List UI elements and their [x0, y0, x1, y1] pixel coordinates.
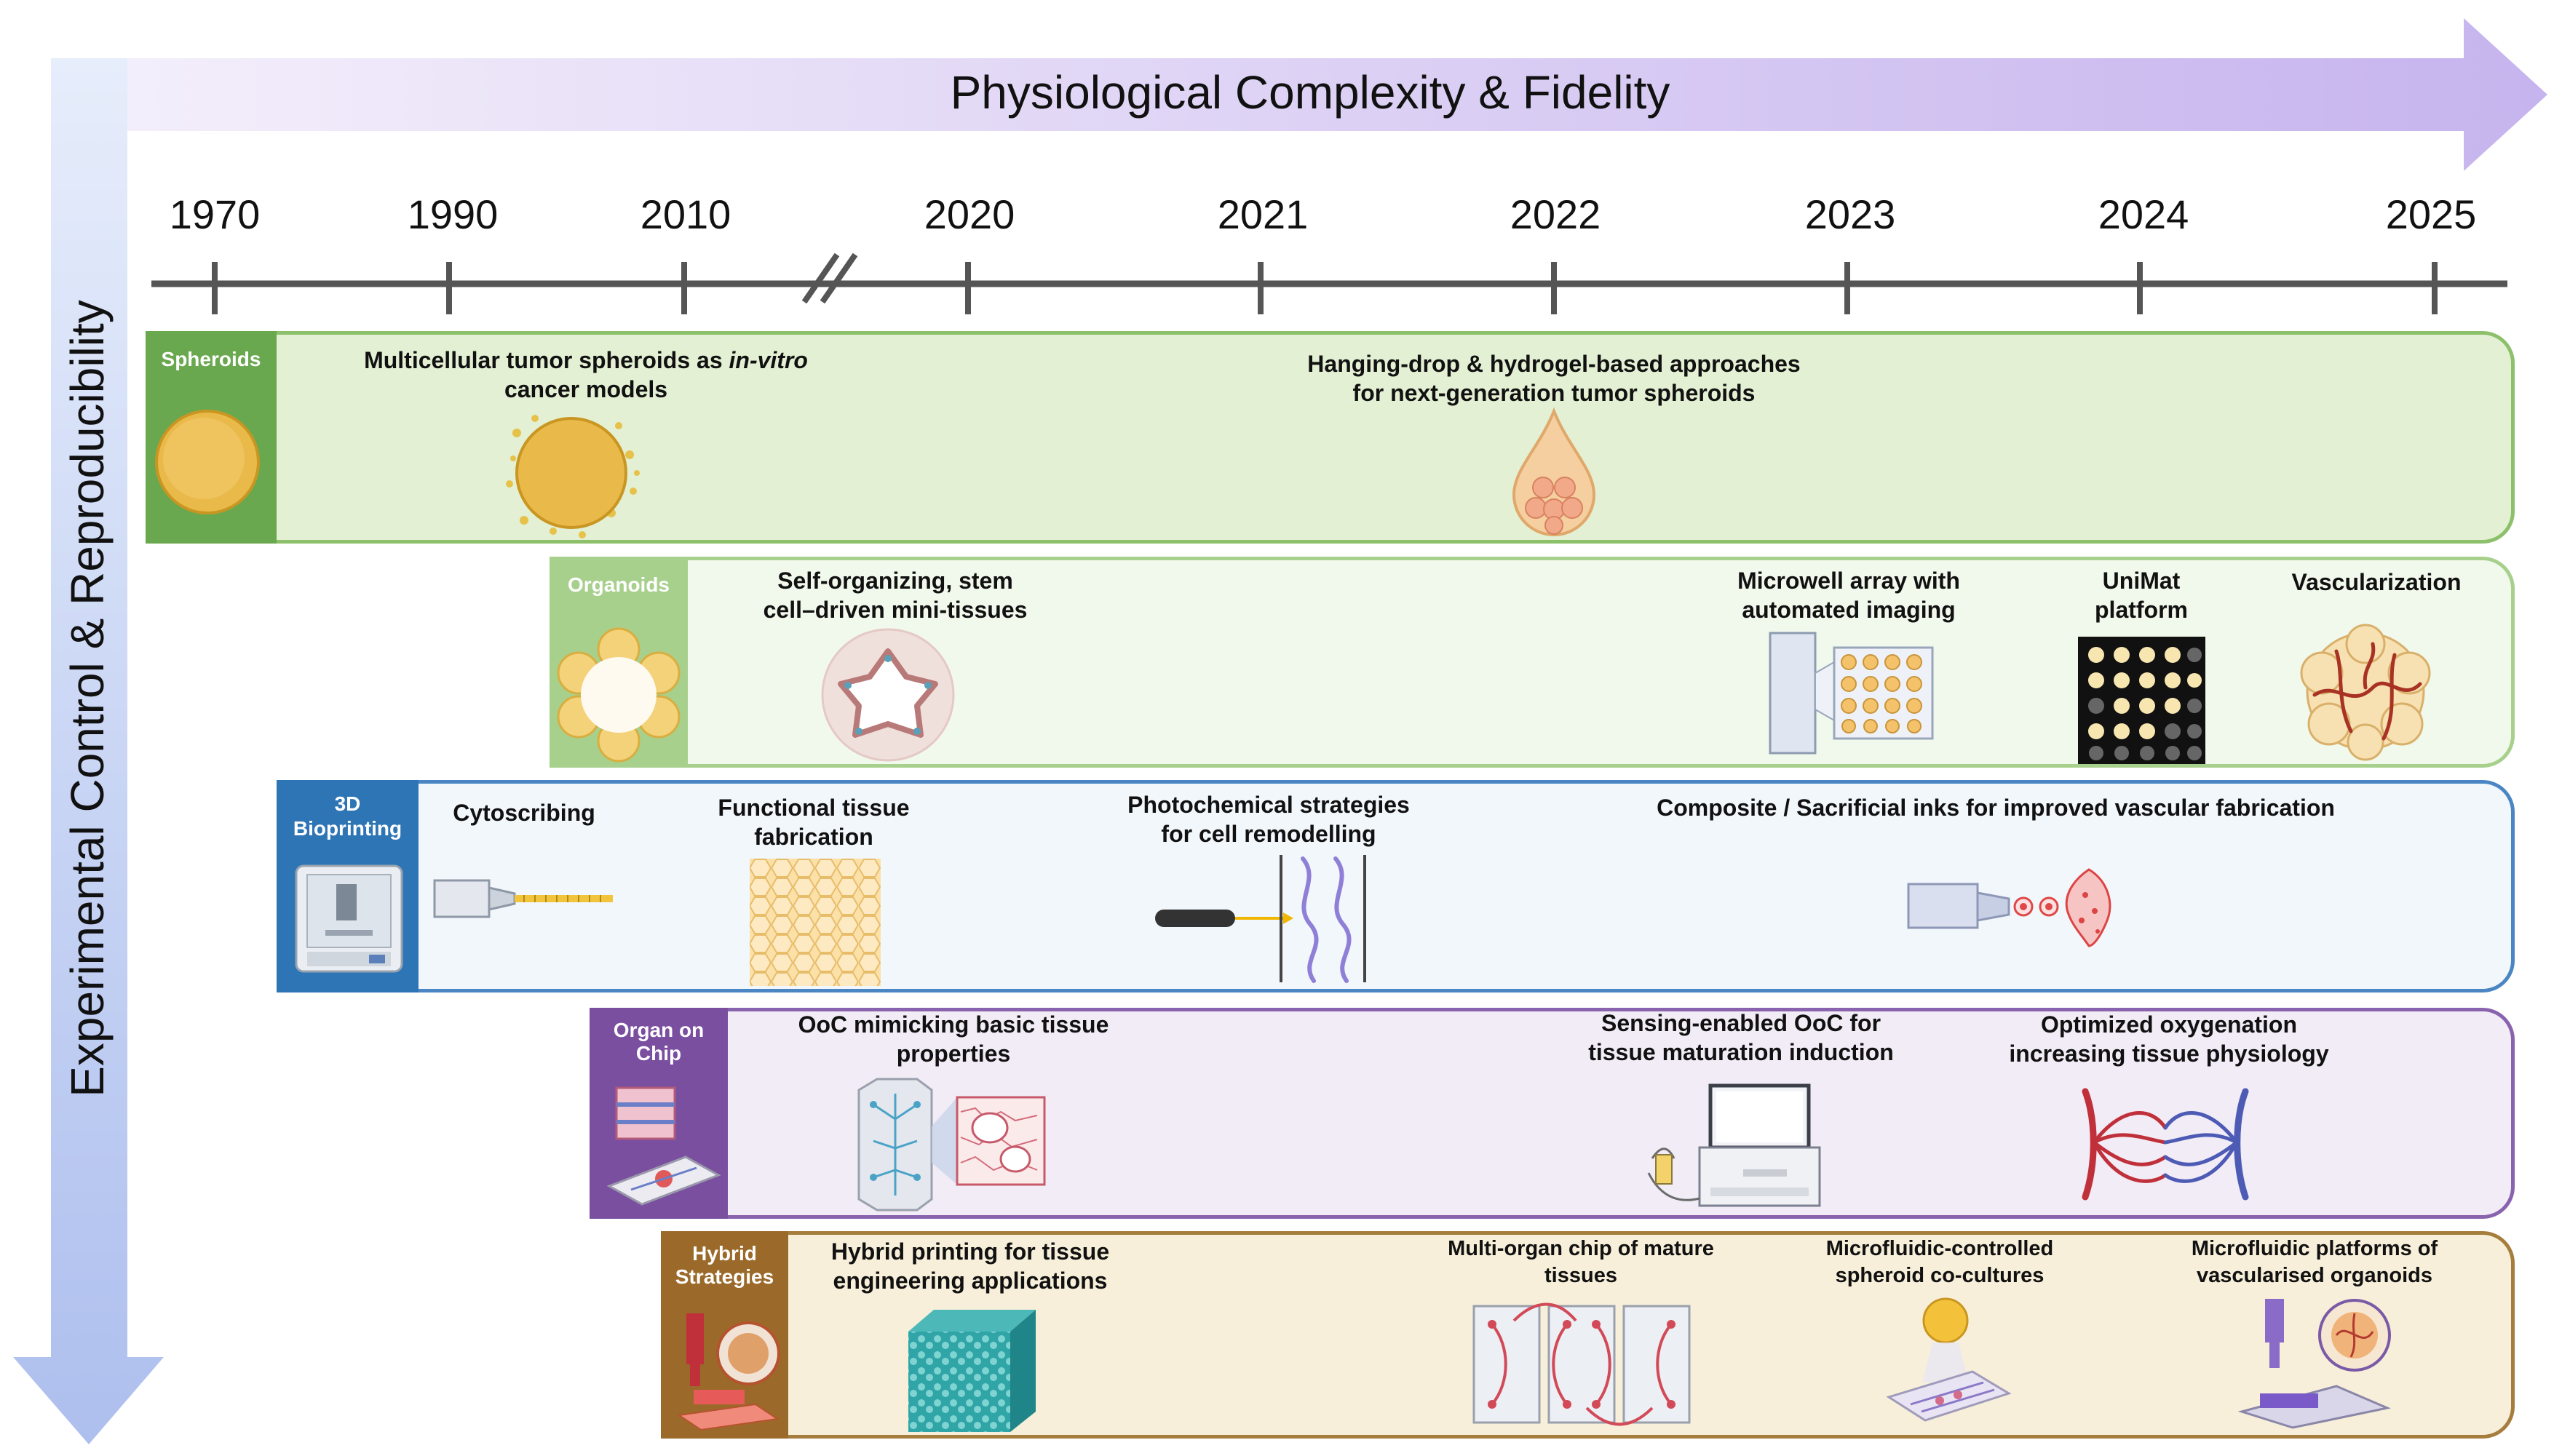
spheroid-icon [155, 410, 260, 514]
year-2024: 2024 [2098, 191, 2189, 237]
multi-organ-chip-icon [1472, 1302, 1691, 1426]
axis-break-icon [801, 252, 858, 304]
organoid-caption-2: Microwell array with automated imaging [1703, 566, 1994, 624]
organoids-tab-label: Organoids [567, 573, 670, 596]
year-2020: 2020 [924, 191, 1015, 237]
organoid-caption-4: Vascularization [2267, 568, 2486, 597]
bioprinting-caption-1-line1: Cytoscribing [453, 800, 595, 826]
vertical-arrow [13, 58, 164, 1444]
ink-nozzle-icon [1907, 868, 2111, 947]
complexity-axis-label: Physiological Complexity & Fidelity [950, 66, 1670, 119]
laptop-sensor-icon [1647, 1083, 1821, 1207]
bioprinting-tab-label-1: 3D [334, 792, 361, 815]
spheroid-caption-1-part-a: Multicellular tumor spheroids as [364, 347, 729, 373]
spheroid-caption-2: Hanging-drop & hydrogel-based approaches… [1256, 349, 1852, 407]
organoid-caption-3-line2: platform [2095, 597, 2188, 623]
ooc-caption-3: Optimized oxygenation increasing tissue … [1994, 1010, 2344, 1068]
chip-icon [606, 1086, 721, 1206]
organoid-caption-2-line2: automated imaging [1742, 597, 1956, 623]
ooc-caption-1-line2: properties [896, 1041, 1011, 1067]
hybrid-caption-1: Hybrid printing for tissue engineering a… [796, 1237, 1145, 1295]
bioprinting-caption-2-line1: Functional tissue [718, 795, 910, 821]
bioprinting-caption-3-line2: for cell remodelling [1161, 821, 1376, 847]
vascular-organoid-icon [2300, 624, 2431, 761]
bioprinting-caption-4: Composite / Sacrificial inks for improve… [1595, 793, 2396, 822]
organoid-caption-2-line1: Microwell array with [1737, 568, 1960, 594]
spheroid-caption-2-line2: for next-generation tumor spheroids [1352, 380, 1756, 406]
hybrid-caption-3-line1: Microfluidic-controlled [1825, 1237, 2054, 1260]
organoid-caption-3-line1: UniMat [2102, 568, 2181, 594]
organoid-caption-1: Self-organizing, stem cell–driven mini-t… [728, 566, 1063, 624]
ooc-tab-label-2: Chip [635, 1042, 682, 1065]
year-2010: 2010 [640, 191, 731, 237]
hydrogel-cube-icon [908, 1310, 1036, 1432]
year-2025: 2025 [2385, 191, 2477, 237]
bioprinting-caption-3-line1: Photochemical strategies [1127, 792, 1410, 818]
spheroid-caption-1-part-b: cancer models [504, 376, 668, 402]
ooc-caption-1: OoC mimicking basic tissue properties [779, 1010, 1128, 1068]
hybrid-caption-1-line1: Hybrid printing for tissue [830, 1238, 1110, 1265]
bioprinting-tab-label-2: Bioprinting [293, 817, 402, 840]
hybrid-caption-3-line2: spheroid co-cultures [1835, 1264, 2045, 1287]
year-1970: 1970 [169, 191, 261, 237]
hybrid-caption-4: Microfluidic platforms of vascularised o… [2169, 1236, 2460, 1289]
year-2023: 2023 [1804, 191, 1896, 237]
bioprinting-caption-1: Cytoscribing [415, 798, 633, 827]
droplet-icon [1512, 407, 1596, 536]
hybrid-printer-icon [677, 1313, 780, 1431]
spheroids-tab-label: Spheroids [161, 348, 261, 370]
vascularised-organoid-chip-icon [2237, 1299, 2391, 1429]
organoid-caption-1-line1: Self-organizing, stem [777, 568, 1013, 594]
organoid-caption-3: UniMat platform [2069, 566, 2214, 624]
spheroid-chip-icon [1886, 1297, 2012, 1422]
organoid-icon [557, 627, 681, 763]
hybrid-caption-2-line2: tissues [1544, 1264, 1617, 1287]
spheroid-caption-1-italic: in-vitro [729, 347, 808, 373]
ooc-caption-2-line2: tissue maturation induction [1588, 1039, 1894, 1065]
microwell-icon [1769, 632, 1934, 755]
bioprinting-caption-2-line2: fabrication [754, 824, 873, 850]
timeline-axis [151, 252, 2507, 314]
tumor-spheroid-icon [506, 415, 640, 538]
ooc-caption-3-line1: Optimized oxygenation [2040, 1011, 2298, 1038]
organoid-caption-1-line2: cell–driven mini-tissues [763, 597, 1028, 623]
bioprinting-caption-4-line1: Composite / Sacrificial inks for improve… [1657, 795, 2335, 821]
bioprinting-band [277, 780, 2515, 992]
grid-platform-icon [2078, 637, 2205, 764]
nozzle-icon [433, 879, 613, 918]
hybrid-caption-3: Microfluidic-controlled spheroid co-cult… [1801, 1236, 2078, 1289]
ooc-caption-2-line1: Sensing-enabled OoC for [1601, 1010, 1881, 1036]
stem-cell-organoid-icon [821, 628, 955, 762]
laser-icon [1155, 855, 1366, 983]
hybrid-caption-2: Multi-organ chip of mature tissues [1428, 1236, 1734, 1289]
horizontal-arrow [127, 18, 2547, 171]
chip-microscopy-icon [857, 1078, 1046, 1212]
hybrid-caption-4-line1: Microfluidic platforms of [2191, 1237, 2438, 1260]
spheroid-caption-1: Multicellular tumor spheroids as in-vitr… [338, 346, 833, 404]
spheroid-caption-2-line1: Hanging-drop & hydrogel-based approaches [1307, 351, 1801, 377]
hybrid-caption-4-line2: vascularised organoids [2197, 1264, 2432, 1287]
organoid-caption-4-line1: Vascularization [2291, 569, 2462, 595]
ooc-caption-3-line2: increasing tissue physiology [2009, 1041, 2329, 1067]
bioprinter-icon [295, 864, 403, 973]
hybrid-caption-1-line2: engineering applications [833, 1268, 1108, 1294]
control-axis-label: Experimental Control & Reproducibility [61, 300, 114, 1097]
hybrid-tab-label-1: Hybrid [692, 1242, 757, 1265]
year-1990: 1990 [407, 191, 499, 237]
ooc-tab-label-1: Organ on [613, 1019, 705, 1041]
ooc-caption-2: Sensing-enabled OoC for tissue maturatio… [1566, 1009, 1916, 1067]
hybrid-caption-2-line1: Multi-organ chip of mature [1448, 1237, 1714, 1260]
ooc-caption-1-line1: OoC mimicking basic tissue [798, 1011, 1109, 1038]
vessel-network-icon [2082, 1088, 2249, 1201]
honeycomb-icon [750, 859, 881, 986]
bioprinting-caption-2: Functional tissue fabrication [683, 793, 945, 851]
year-2022: 2022 [1510, 191, 1601, 237]
year-2021: 2021 [1217, 191, 1309, 237]
hybrid-tab-label-2: Strategies [675, 1265, 774, 1288]
bioprinting-caption-3: Photochemical strategies for cell remode… [1101, 790, 1436, 848]
